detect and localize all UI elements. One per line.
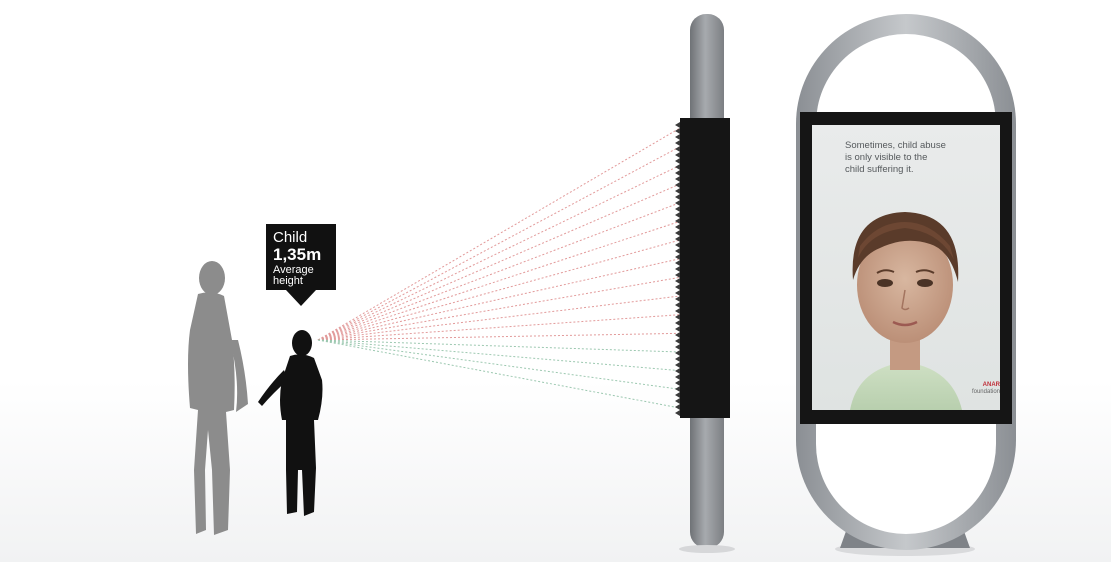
lens-ridge xyxy=(675,308,680,314)
beam-line xyxy=(318,221,680,340)
lens-ridge xyxy=(675,272,680,278)
lens-ridge xyxy=(675,140,680,146)
lens-ridge xyxy=(675,182,680,188)
beam-line xyxy=(318,340,680,352)
beam-line xyxy=(318,333,680,340)
height-label: Child 1,35m Average height xyxy=(266,224,336,290)
lens-ridge xyxy=(675,332,680,338)
poster-line-3: child suffering it. xyxy=(845,164,1005,176)
lens-ridge xyxy=(675,362,680,368)
lens-ridge xyxy=(675,344,680,350)
lens-ridge xyxy=(675,122,680,128)
lens-ridge xyxy=(675,224,680,230)
lens-ridge xyxy=(675,290,680,296)
poster-logo: ANAR foundation xyxy=(948,382,1000,396)
lens-ridge xyxy=(675,356,680,362)
lens-ridge xyxy=(675,302,680,308)
lens-ridge xyxy=(675,164,680,170)
beam-line xyxy=(318,203,680,340)
label-line-4: height xyxy=(273,276,336,287)
boy-portrait xyxy=(850,212,962,410)
poster-line-2: is only visible to the xyxy=(845,152,1005,164)
lens-ridge xyxy=(675,350,680,356)
lens-ridge xyxy=(675,152,680,158)
poster-logo-sub: foundation xyxy=(972,389,1000,395)
beam-line xyxy=(318,240,680,340)
label-line-2: 1,35m xyxy=(273,246,336,263)
beam-line xyxy=(318,128,680,340)
lens-ridge xyxy=(675,134,680,140)
poster-logo-text: ANAR xyxy=(983,382,1000,388)
lenticular-beams xyxy=(318,128,680,408)
beam-line xyxy=(318,184,680,340)
poster-line-1: Sometimes, child abuse xyxy=(845,140,1005,152)
lens-ridge xyxy=(675,368,680,374)
lens-ridge xyxy=(675,230,680,236)
lens-ridge xyxy=(675,200,680,206)
lens-ridge xyxy=(675,278,680,284)
lens-ridge xyxy=(675,248,680,254)
beam-line xyxy=(318,340,680,371)
lens-ridge xyxy=(675,242,680,248)
billboard xyxy=(796,14,1016,556)
lens-ridge xyxy=(675,188,680,194)
lens-ridge xyxy=(675,146,680,152)
beam-line xyxy=(318,147,680,340)
lens-ridge xyxy=(675,194,680,200)
lens-ridge xyxy=(675,260,680,266)
label-line-1: Child xyxy=(273,230,336,245)
lens-ridge xyxy=(675,326,680,332)
beam-line xyxy=(318,165,680,340)
lens-ridge xyxy=(675,320,680,326)
lens-ridge xyxy=(675,374,680,380)
beam-line xyxy=(318,277,680,340)
poster-headline: Sometimes, child abuse is only visible t… xyxy=(845,140,1005,176)
lens-ridge xyxy=(675,338,680,344)
lens-ridge xyxy=(675,170,680,176)
lens-ridge xyxy=(675,284,680,290)
lens-ridge xyxy=(675,266,680,272)
lens-ridge xyxy=(675,206,680,212)
lens-ridge xyxy=(675,212,680,218)
lens-ridge xyxy=(675,158,680,164)
lens-ridge xyxy=(675,176,680,182)
